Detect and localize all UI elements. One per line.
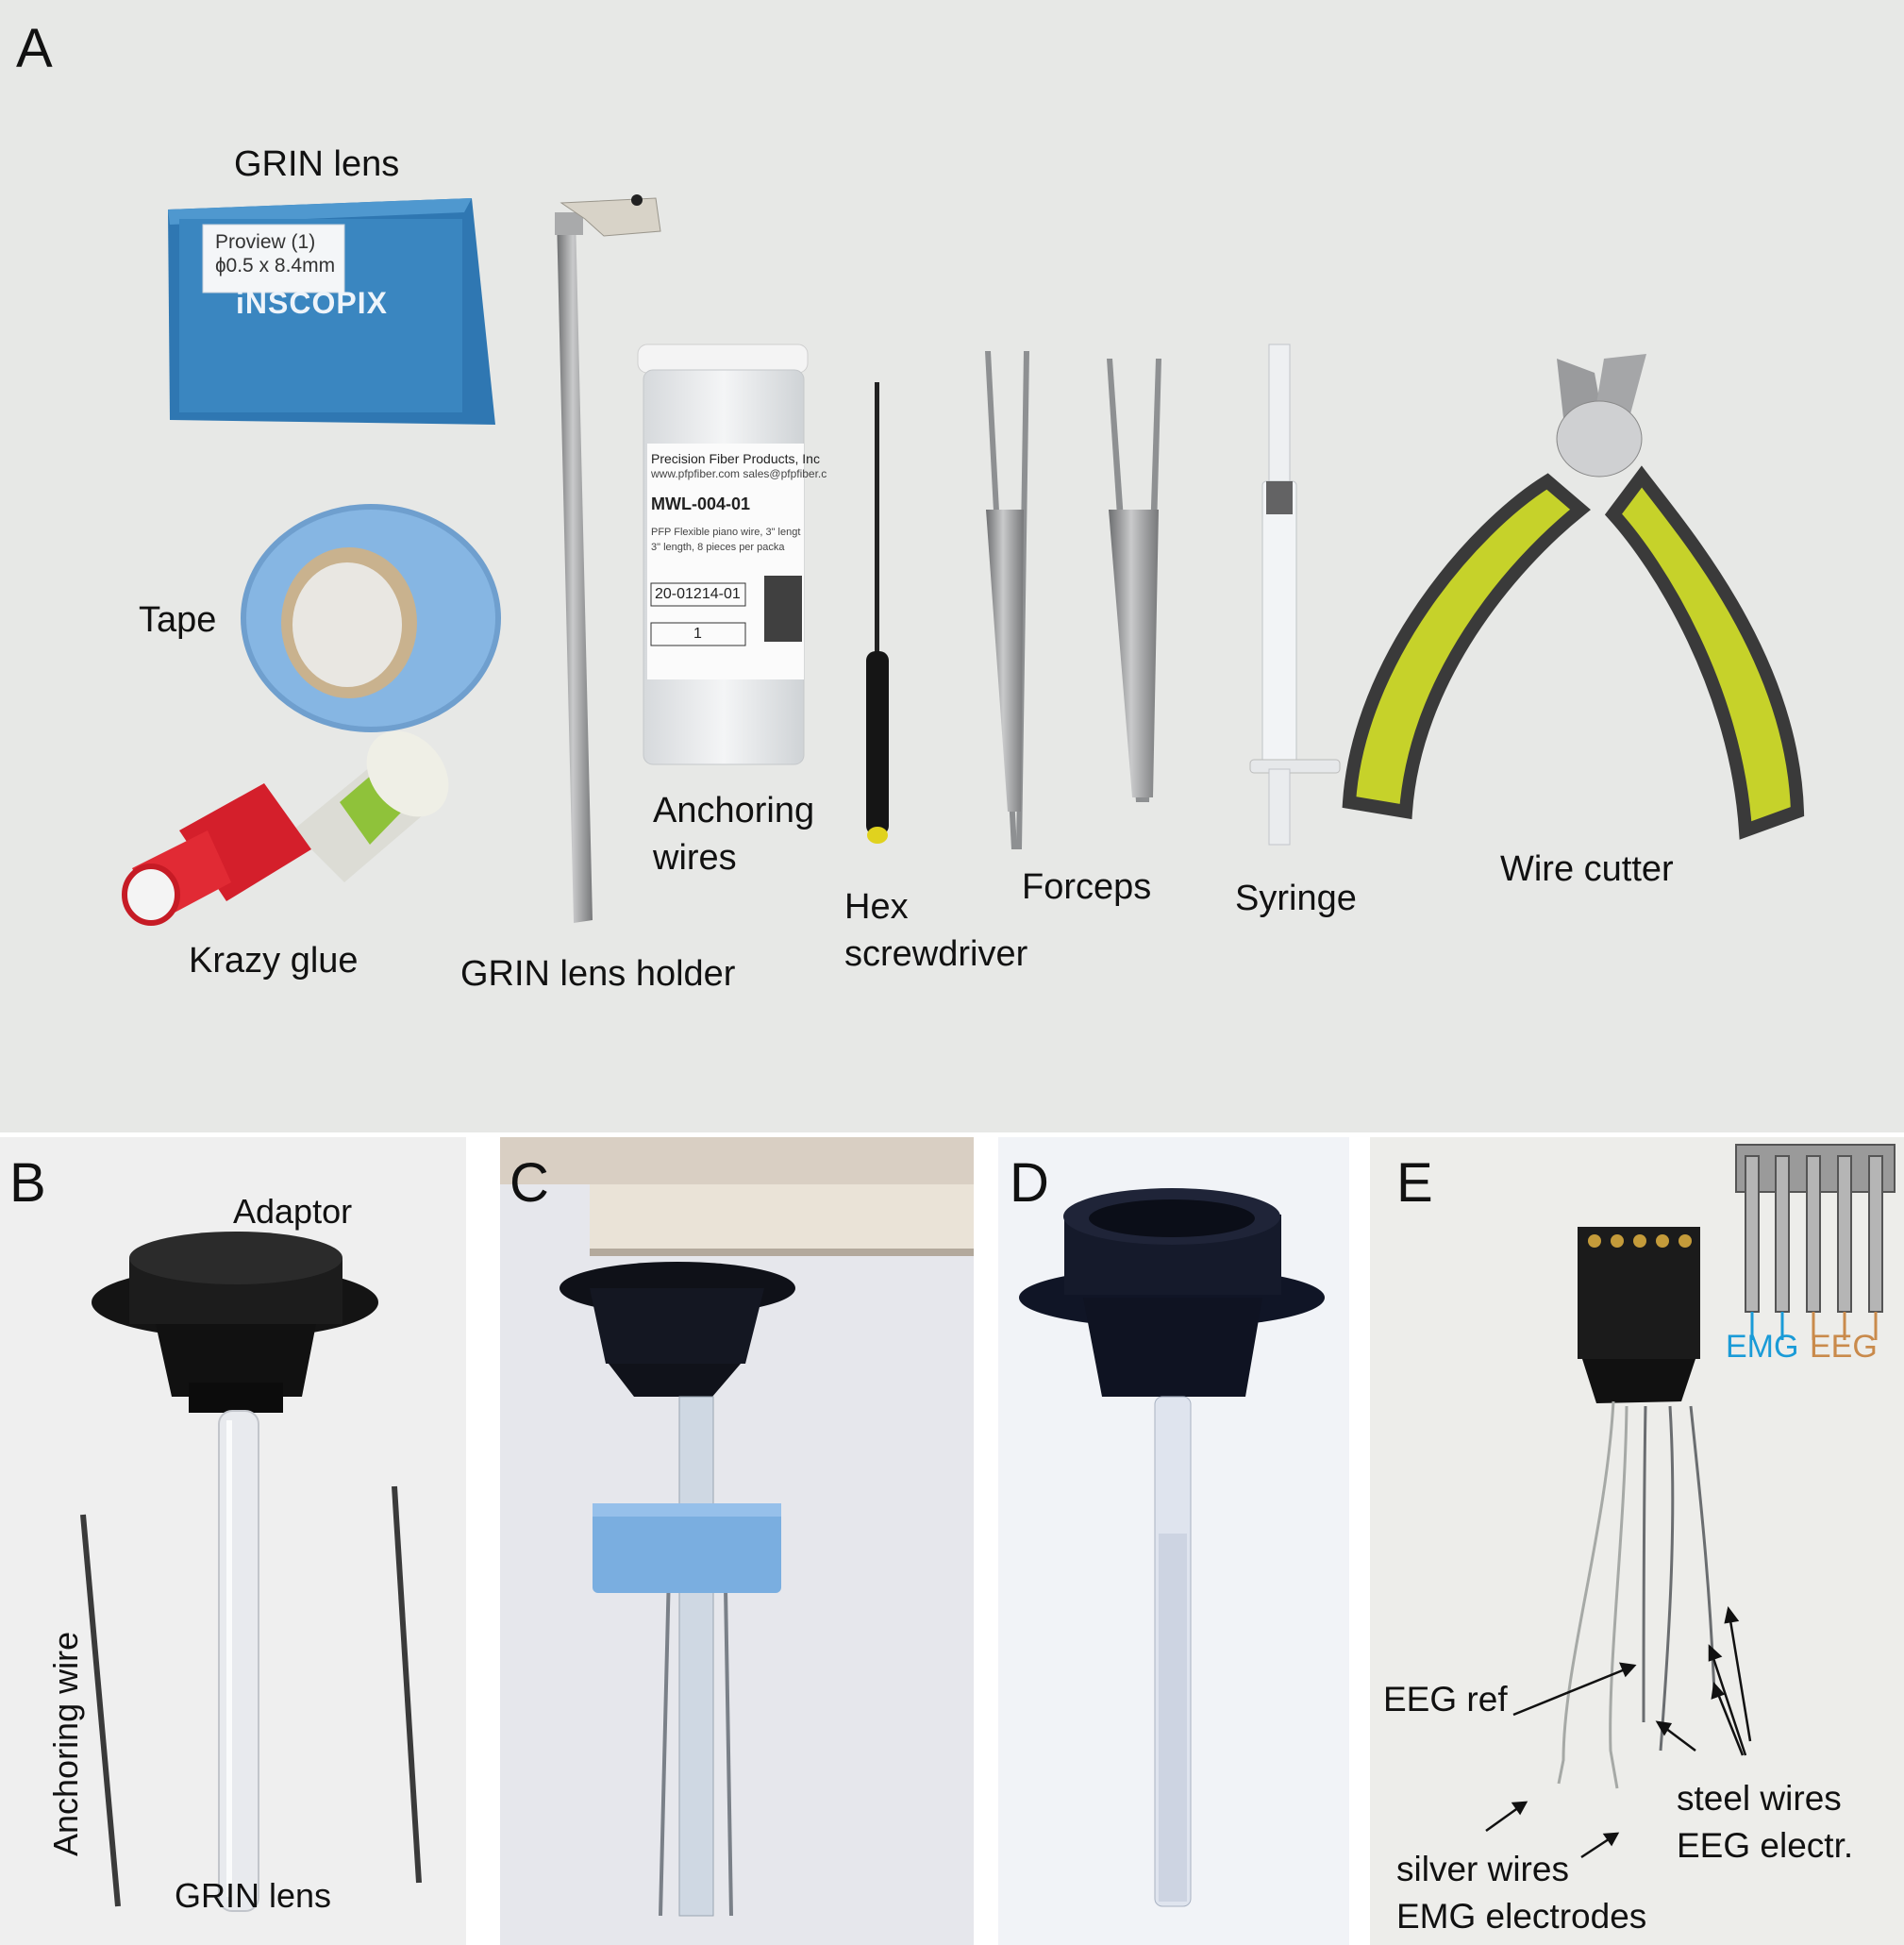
panel-d-letter: D: [1010, 1152, 1049, 1214]
electrode-photo: [1485, 1144, 1896, 1859]
grin-lens-holder: [555, 194, 661, 923]
electrode-connector: [1578, 1227, 1700, 1403]
grin-lens-box: [168, 198, 495, 425]
vial-label-line4: PFP Flexible piano wire, 3" lengt: [651, 527, 801, 538]
grin-lens-holder-label: GRIN lens holder: [460, 954, 736, 994]
eeg-label: EEG: [1810, 1329, 1878, 1365]
tape-roll: [241, 504, 501, 732]
forceps-label: Forceps: [1022, 867, 1152, 907]
forceps-straight: [985, 351, 1029, 849]
syringe: [1249, 344, 1341, 846]
vial-label-line6: 20-01214-01: [655, 586, 741, 602]
adaptor-lens-photo: [80, 1232, 422, 1912]
panel-d: D: [998, 1137, 1349, 1945]
hex-screwdriver: [866, 382, 889, 844]
lens-d: [1154, 1396, 1192, 1907]
adaptor-c: [560, 1262, 795, 1397]
adaptor-d: [1019, 1188, 1325, 1397]
anchoring-wire-right: [392, 1485, 422, 1884]
connector-schematic: [1735, 1144, 1896, 1340]
box-label-line2: ɸ0.5 x 8.4mm: [215, 255, 336, 277]
tape-strip: [593, 1503, 781, 1593]
box-label-line1: Proview (1): [215, 231, 316, 253]
panel-b: B Adaptor Anchoring wire GRIN lens: [0, 1137, 466, 1945]
krazy-glue-label: Krazy glue: [189, 941, 359, 981]
assembly-photo: [500, 1137, 974, 1917]
holder-plate: [500, 1137, 974, 1256]
wire-cutter-label: Wire cutter: [1500, 849, 1674, 889]
panel-c-letter: C: [509, 1152, 549, 1214]
steel-wires-label-line2: EEG electr.: [1677, 1826, 1854, 1865]
adaptor: [92, 1232, 378, 1413]
grin-lens-label-b: GRIN lens: [175, 1876, 332, 1915]
vial-label-line3: MWL-004-01: [651, 495, 751, 513]
emg-label: EMG: [1726, 1329, 1799, 1365]
steel-wires-label-line1: steel wires: [1677, 1779, 1842, 1818]
anchoring-wires-vial: [637, 344, 809, 765]
forceps-serrated: [1107, 359, 1161, 802]
krazy-glue-bottle: [122, 730, 449, 926]
grin-lens-rod: [218, 1410, 259, 1912]
syringe-label: Syringe: [1235, 879, 1357, 918]
tape-label: Tape: [139, 600, 217, 640]
adaptor-label: Adaptor: [233, 1192, 353, 1231]
lens-and-wires-c: [659, 1396, 733, 1917]
silver-wires-label-line2: EMG electrodes: [1396, 1897, 1647, 1936]
panel-e: E EMG EEG EEG ref steel wires EEG electr…: [1370, 1137, 1904, 1945]
vial-label-line2: www.pfpfiber.com sales@pfpfiber.c: [651, 467, 827, 480]
vial-label-line1: Precision Fiber Products, Inc: [651, 451, 820, 466]
tools-photo: [122, 194, 1805, 926]
anchoring-wire-label: Anchoring wire: [46, 1631, 85, 1856]
hex-screwdriver-label-line1: Hex: [844, 887, 909, 927]
glued-assembly-photo: [1019, 1188, 1325, 1907]
vial-label-line7: 1: [693, 626, 702, 642]
anchoring-wires-label-line2: wires: [653, 838, 737, 878]
anchoring-wire-left: [80, 1514, 121, 1907]
panel-e-letter: E: [1396, 1152, 1433, 1214]
silver-wires-label-line1: silver wires: [1396, 1850, 1569, 1888]
pointer-arrows: [1485, 1606, 1752, 1859]
panel-b-letter: B: [9, 1152, 46, 1214]
inscopix-logo: iNSCOPIX: [236, 286, 388, 320]
grin-lens-label: GRIN lens: [234, 144, 400, 184]
panel-a: A GRIN lens Proview (1) ɸ0.5 x 8.4mm iNS…: [0, 0, 1904, 1132]
wire-cutter: [1342, 354, 1805, 840]
hex-screwdriver-label-line2: screwdriver: [844, 934, 1028, 974]
anchoring-wires-label-line1: Anchoring: [653, 791, 815, 830]
eeg-ref-label: EEG ref: [1383, 1680, 1508, 1719]
vial-label-line5: 3" length, 8 pieces per packa: [651, 542, 785, 553]
panel-c: C: [500, 1137, 974, 1945]
panel-a-letter: A: [16, 18, 53, 79]
electrode-wires: [1557, 1400, 1716, 1789]
